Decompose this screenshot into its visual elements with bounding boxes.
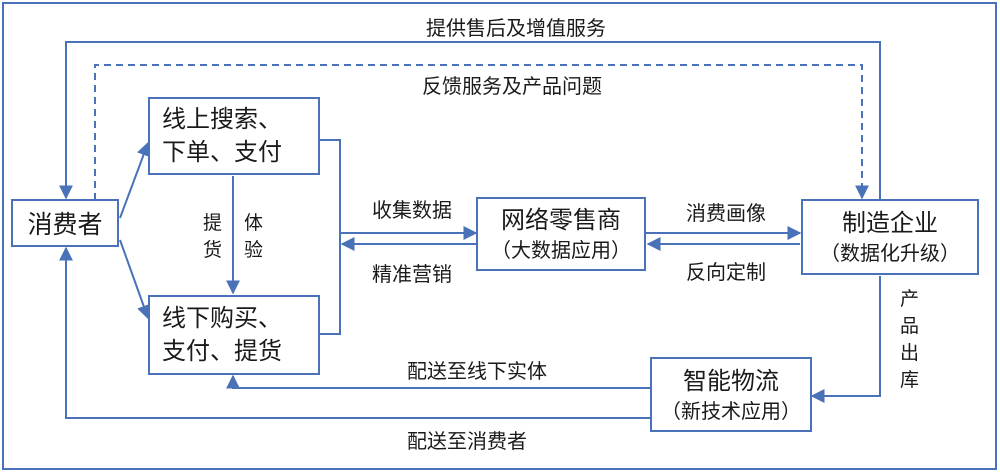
arrow-product-outbound	[810, 276, 881, 403]
retailer-node: 网络零售商 （大数据应用）	[476, 197, 646, 271]
manufacturer-subtitle: （数据化升级）	[820, 241, 960, 265]
label-product-outbound: 产 品 出 库	[900, 286, 919, 394]
label-precision-marketing: 精准营销	[372, 262, 452, 286]
online-label-line1: 线上搜索、	[162, 105, 282, 133]
consumer-label: 消费者	[27, 210, 103, 239]
label-delivery-consumer: 配送至消费者	[407, 429, 527, 453]
logistics-subtitle: （新技术应用）	[661, 398, 801, 423]
retailer-subtitle: （大数据应用）	[491, 238, 631, 262]
offline-label-line2: 支付、提货	[162, 337, 282, 365]
consumer-node: 消费者	[11, 199, 119, 247]
label-pickup: 提 货	[203, 210, 222, 264]
online-label-line2: 下单、支付	[162, 138, 282, 166]
manufacturer-node: 制造企业 （数据化升级）	[801, 199, 979, 275]
label-experience-char2: 验	[244, 239, 264, 261]
label-outbound-char2: 品	[900, 315, 920, 337]
label-reverse-customization: 反向定制	[686, 260, 766, 284]
logistics-title: 智能物流	[683, 366, 779, 395]
arrow-delivery-offline	[226, 374, 650, 389]
label-feedback: 反馈服务及产品问题	[422, 74, 602, 98]
online-channel-node: 线上搜索、 下单、支付	[148, 97, 320, 175]
arrow-consumer-to-online	[119, 141, 151, 219]
arrow-consumer-to-offline	[119, 239, 151, 320]
label-pickup-char2: 货	[203, 239, 223, 261]
label-consumer-profile: 消费画像	[686, 201, 766, 225]
offline-label-line1: 线下购买、	[162, 304, 282, 332]
label-delivery-offline: 配送至线下实体	[407, 359, 547, 383]
label-outbound-char4: 库	[900, 369, 920, 391]
retailer-title: 网络零售商	[501, 206, 621, 234]
label-experience: 体 验	[244, 210, 263, 264]
arrow-after-sales	[59, 41, 881, 200]
label-after-sales: 提供售后及增值服务	[426, 16, 606, 40]
arrow-delivery-consumer	[59, 246, 650, 419]
label-experience-char1: 体	[244, 212, 264, 234]
label-pickup-char1: 提	[203, 212, 223, 234]
logistics-node: 智能物流 （新技术应用）	[650, 357, 812, 432]
arrow-feedback	[94, 64, 869, 200]
label-collect-data: 收集数据	[372, 198, 452, 222]
label-outbound-char3: 出	[900, 342, 920, 364]
manufacturer-title: 制造企业	[842, 209, 938, 237]
channels-bracket	[320, 139, 341, 335]
offline-channel-node: 线下购买、 支付、提货	[148, 295, 320, 375]
label-outbound-char1: 产	[900, 288, 920, 310]
